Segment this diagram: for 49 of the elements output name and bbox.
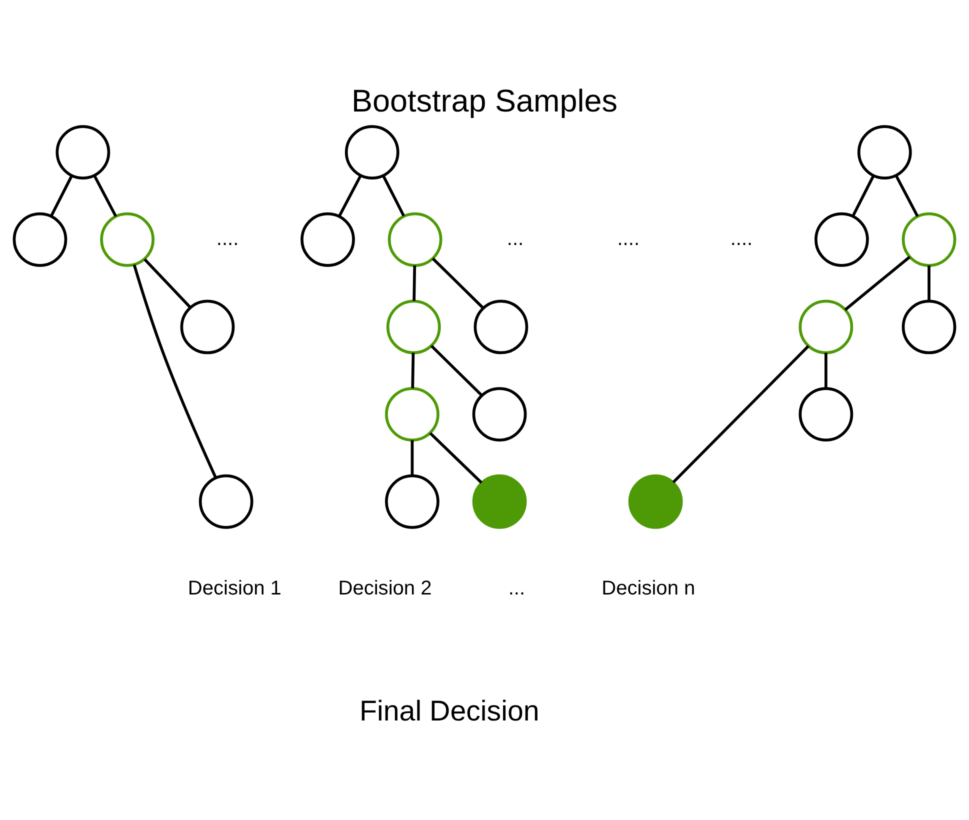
node-circle xyxy=(344,125,400,180)
node-circle xyxy=(902,212,956,267)
node-circle xyxy=(388,212,442,267)
node-circle xyxy=(472,387,527,442)
label: Final Decision xyxy=(360,696,540,728)
node-circle xyxy=(100,212,155,267)
node-circle xyxy=(300,212,355,267)
connector xyxy=(430,344,483,396)
node-circle xyxy=(198,474,254,529)
node-circle xyxy=(902,300,956,354)
label: Decision 2 xyxy=(338,577,432,600)
connector xyxy=(672,345,810,484)
connector xyxy=(132,264,218,479)
node-circle xyxy=(798,300,854,354)
connector xyxy=(432,258,484,310)
connector xyxy=(928,266,930,301)
label: ... xyxy=(508,577,526,600)
connector xyxy=(429,432,482,484)
node-circle xyxy=(385,387,440,442)
label: .... xyxy=(617,228,640,250)
label: Decision n xyxy=(602,577,696,600)
node-circle xyxy=(628,474,683,529)
node-circle xyxy=(798,387,854,442)
connector xyxy=(852,175,875,217)
connector xyxy=(824,352,828,388)
connector xyxy=(410,440,414,476)
label: .... xyxy=(216,228,239,250)
node-circle xyxy=(386,300,441,354)
connector xyxy=(894,174,919,217)
label: Decision 1 xyxy=(188,577,282,600)
node-circle xyxy=(472,474,527,529)
connector xyxy=(382,175,405,217)
node-circle xyxy=(814,212,869,267)
node-circle xyxy=(857,125,912,180)
node-circle xyxy=(385,474,440,529)
connector xyxy=(93,174,118,217)
node-circle xyxy=(474,300,528,354)
node-circle xyxy=(12,212,68,267)
node-circle xyxy=(180,300,235,354)
connector xyxy=(144,258,192,308)
label: .... xyxy=(730,228,753,250)
node-circle xyxy=(56,125,110,180)
connector xyxy=(844,256,911,311)
connector xyxy=(412,265,416,301)
diagram-title: Bootstrap Samples xyxy=(351,82,618,119)
connector xyxy=(411,352,415,388)
connector xyxy=(50,175,73,217)
connector xyxy=(338,174,362,217)
label: ... xyxy=(506,228,524,250)
